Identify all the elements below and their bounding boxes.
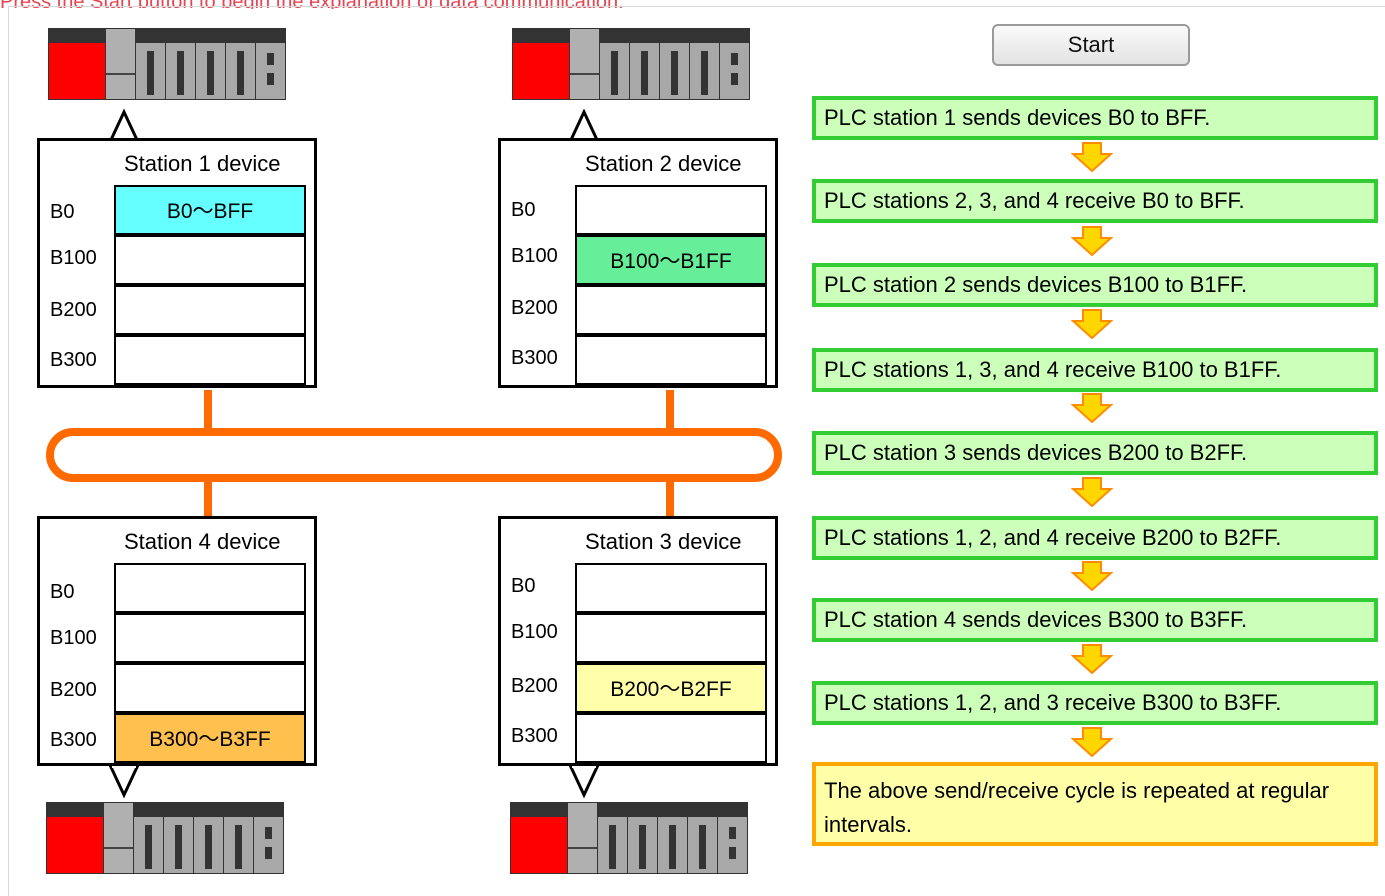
device-cell-b100 bbox=[575, 613, 767, 663]
down-arrow-icon bbox=[1071, 644, 1113, 674]
device-cell-b300: B300～B3FF bbox=[114, 713, 306, 763]
device-label: B300 bbox=[511, 347, 558, 369]
down-arrow-icon bbox=[1071, 477, 1113, 507]
device-cell-b300 bbox=[575, 713, 767, 763]
station-3-title: Station 3 device bbox=[585, 529, 742, 554]
network-drop-station-1 bbox=[204, 390, 212, 430]
station-2-title: Station 2 device bbox=[585, 151, 742, 176]
callout-tail-station-1 bbox=[108, 108, 140, 142]
down-arrow-icon bbox=[1071, 142, 1113, 172]
device-label: B100 bbox=[50, 627, 97, 649]
cycle-note: The above send/receive cycle is repeated… bbox=[812, 762, 1378, 846]
step-4: PLC stations 1, 3, and 4 receive B100 to… bbox=[812, 348, 1378, 392]
device-cell-b0 bbox=[114, 563, 306, 613]
device-label: B200 bbox=[50, 679, 97, 701]
device-label: B100 bbox=[511, 245, 558, 267]
device-cell-b300 bbox=[114, 335, 306, 385]
network-drop-station-3 bbox=[666, 480, 674, 518]
device-label: B300 bbox=[50, 729, 97, 751]
network-bus bbox=[46, 428, 782, 482]
plc-station-1-icon bbox=[48, 28, 288, 100]
station-1-title: Station 1 device bbox=[124, 151, 281, 176]
callout-tail-station-4 bbox=[108, 765, 140, 799]
frame-left-divider bbox=[8, 6, 9, 896]
device-label: B0 bbox=[50, 201, 75, 223]
device-label: B0 bbox=[511, 199, 536, 221]
step-1: PLC station 1 sends devices B0 to BFF. bbox=[812, 96, 1378, 140]
device-cell-b200 bbox=[114, 663, 306, 713]
device-cell-b0: B0～BFF bbox=[114, 185, 306, 235]
start-button[interactable]: Start bbox=[992, 24, 1190, 66]
frame-top-divider bbox=[8, 6, 1385, 7]
down-arrow-icon bbox=[1071, 561, 1113, 591]
device-cell-b0 bbox=[575, 563, 767, 613]
device-label: B300 bbox=[511, 725, 558, 747]
step-5: PLC station 3 sends devices B200 to B2FF… bbox=[812, 431, 1378, 475]
device-label: B300 bbox=[50, 349, 97, 371]
device-cell-b100 bbox=[114, 613, 306, 663]
station-1-device-panel: Station 1 device B0 B100 B200 B300 B0～BF… bbox=[37, 138, 317, 388]
device-label: B100 bbox=[511, 621, 558, 643]
down-arrow-icon bbox=[1071, 226, 1113, 256]
step-6: PLC stations 1, 2, and 4 receive B200 to… bbox=[812, 516, 1378, 560]
down-arrow-icon bbox=[1071, 309, 1113, 339]
down-arrow-icon bbox=[1071, 727, 1113, 757]
station-2-device-panel: Station 2 device B0 B100 B200 B300 B100～… bbox=[498, 138, 778, 388]
plc-station-3-icon bbox=[510, 802, 750, 874]
device-label: B0 bbox=[50, 581, 75, 603]
device-cell-b100: B100～B1FF bbox=[575, 235, 767, 285]
device-cell-b200 bbox=[114, 285, 306, 335]
device-label: B200 bbox=[511, 297, 558, 319]
station-3-device-panel: Station 3 device B0 B100 B200 B300 B200～… bbox=[498, 516, 778, 766]
plc-station-2-icon bbox=[512, 28, 752, 100]
callout-tail-station-3 bbox=[568, 765, 600, 799]
device-label: B200 bbox=[50, 299, 97, 321]
station-4-device-panel: Station 4 device B0 B100 B200 B300 B300～… bbox=[37, 516, 317, 766]
device-label: B0 bbox=[511, 575, 536, 597]
network-drop-station-2 bbox=[666, 390, 674, 430]
instruction-text: Press the Start button to begin the expl… bbox=[0, 0, 990, 9]
callout-tail-station-2 bbox=[568, 108, 600, 142]
down-arrow-icon bbox=[1071, 393, 1113, 423]
network-drop-station-4 bbox=[204, 480, 212, 518]
device-cell-b200: B200～B2FF bbox=[575, 663, 767, 713]
step-7: PLC station 4 sends devices B300 to B3FF… bbox=[812, 598, 1378, 642]
device-cell-b300 bbox=[575, 335, 767, 385]
station-4-title: Station 4 device bbox=[124, 529, 281, 554]
step-3: PLC station 2 sends devices B100 to B1FF… bbox=[812, 263, 1378, 307]
plc-station-4-icon bbox=[46, 802, 286, 874]
device-label: B100 bbox=[50, 247, 97, 269]
device-cell-b0 bbox=[575, 185, 767, 235]
step-2: PLC stations 2, 3, and 4 receive B0 to B… bbox=[812, 179, 1378, 223]
device-cell-b100 bbox=[114, 235, 306, 285]
step-8: PLC stations 1, 2, and 3 receive B300 to… bbox=[812, 681, 1378, 725]
device-cell-b200 bbox=[575, 285, 767, 335]
device-label: B200 bbox=[511, 675, 558, 697]
